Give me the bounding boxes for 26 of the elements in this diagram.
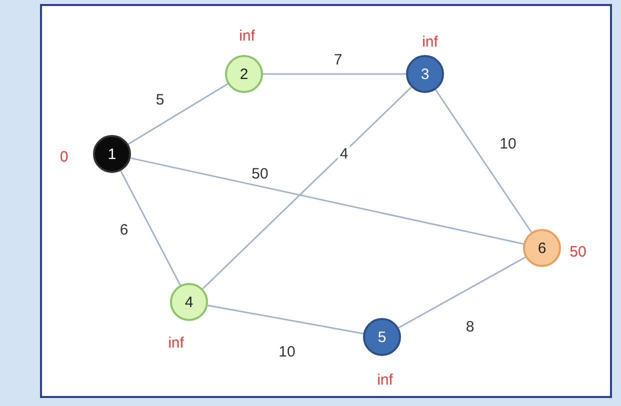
edge-line bbox=[263, 73, 406, 75]
distance-label: inf bbox=[239, 28, 255, 44]
graph-vertex bbox=[523, 229, 561, 267]
distance-label: inf bbox=[377, 372, 393, 388]
edge-line bbox=[434, 89, 532, 233]
graph-vertex bbox=[93, 135, 131, 173]
vertex-number: 4 bbox=[184, 294, 194, 310]
vertex-number: 3 bbox=[420, 66, 430, 82]
graph-vertex bbox=[225, 55, 263, 93]
distance-label: inf bbox=[422, 34, 438, 50]
edge-line bbox=[202, 86, 412, 290]
edge-line bbox=[128, 83, 228, 145]
graph-vertex bbox=[406, 55, 444, 93]
edge-line bbox=[398, 256, 526, 328]
vertex-number: 6 bbox=[538, 240, 546, 256]
vertex-number: 2 bbox=[240, 66, 248, 82]
distance-label: 50 bbox=[570, 244, 586, 260]
edge-line bbox=[130, 157, 524, 245]
distance-label: inf bbox=[168, 334, 184, 352]
vertex-number: 5 bbox=[378, 328, 386, 346]
edge-line bbox=[208, 304, 364, 334]
graph-vertex bbox=[170, 283, 208, 321]
graph-vertex bbox=[363, 318, 401, 356]
distance-label: 0 bbox=[60, 148, 68, 166]
edge-line bbox=[120, 170, 181, 286]
vertex-number: 1 bbox=[108, 146, 116, 162]
